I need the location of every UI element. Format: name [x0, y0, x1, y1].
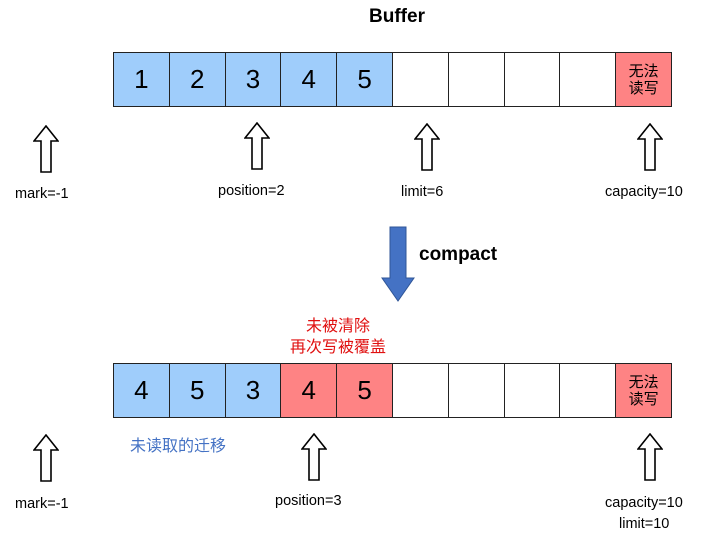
buffer-cell: 4 [113, 363, 170, 418]
buffer-cell: 3 [224, 363, 282, 418]
buffer-cell: 2 [168, 52, 226, 107]
buffer-cell-value: 4 [301, 64, 317, 94]
buffer-cell: 4 [280, 363, 338, 418]
buffer-cell: 3 [224, 52, 282, 107]
bottom-capacity-label: capacity=10 [605, 495, 683, 511]
bottom-mark-label: mark=-1 [15, 496, 69, 512]
limit-pointer-arrow-icon [414, 123, 440, 171]
buffer-cell-value: 5 [357, 375, 372, 405]
buffer-cell [503, 52, 561, 107]
buffer-cell-value: 5 [357, 64, 372, 94]
mark-pointer-arrow-icon [33, 434, 59, 482]
buffer-cell: 5 [168, 363, 226, 418]
buffer-cell-value: 3 [245, 64, 261, 94]
bottom-buffer-row: 4 5 3 4 5 无法 读写 [113, 363, 672, 418]
buffer-cell-value: 2 [189, 64, 205, 94]
buffer-cell [391, 363, 449, 418]
buffer-cell [447, 363, 505, 418]
buffer-cell [559, 52, 617, 107]
buffer-cell: 无法 读写 [615, 363, 672, 418]
buffer-cell-value: 4 [134, 375, 149, 405]
buffer-cell: 无法 读写 [615, 52, 672, 107]
position-pointer-arrow-icon [301, 433, 327, 481]
buffer-cell [503, 363, 561, 418]
bottom-limit-label: limit=10 [619, 516, 670, 532]
migration-note: 未读取的迁移 [130, 438, 227, 455]
buffer-cell-value: 5 [189, 375, 205, 405]
buffer-cell: 1 [113, 52, 170, 107]
uncleared-note-line1: 未被清除 [305, 318, 370, 335]
buffer-cell-value: 3 [245, 375, 261, 405]
bottom-position-label: position=3 [275, 493, 342, 509]
buffer-cell-value: 1 [134, 64, 149, 94]
buffer-cell: 5 [336, 52, 393, 107]
top-position-label: position=2 [218, 183, 285, 199]
buffer-cell [447, 52, 505, 107]
top-buffer-row: 1 2 3 4 5 无法 读写 [113, 52, 672, 107]
capacity-limit-pointer-arrow-icon [637, 433, 663, 481]
uncleared-note: 未被清除 再次写被覆盖 [268, 316, 408, 358]
buffer-cell [559, 363, 617, 418]
buffer-cell-value: 无法 读写 [628, 373, 659, 408]
top-mark-label: mark=-1 [15, 186, 69, 202]
top-capacity-label: capacity=10 [605, 184, 683, 200]
buffer-cell [391, 52, 449, 107]
top-limit-label: limit=6 [401, 184, 444, 200]
position-pointer-arrow-icon [244, 122, 270, 170]
compact-label: compact [419, 244, 498, 265]
mark-pointer-arrow-icon [33, 125, 59, 173]
buffer-cell: 5 [336, 363, 393, 418]
capacity-pointer-arrow-icon [637, 123, 663, 171]
buffer-cell-value: 4 [301, 375, 317, 405]
buffer-cell: 4 [280, 52, 338, 107]
buffer-cell-value: 无法 读写 [628, 62, 659, 97]
uncleared-note-line2: 再次写被覆盖 [289, 339, 386, 356]
compact-down-arrow-icon [381, 226, 415, 302]
diagram-title: Buffer [369, 6, 425, 27]
